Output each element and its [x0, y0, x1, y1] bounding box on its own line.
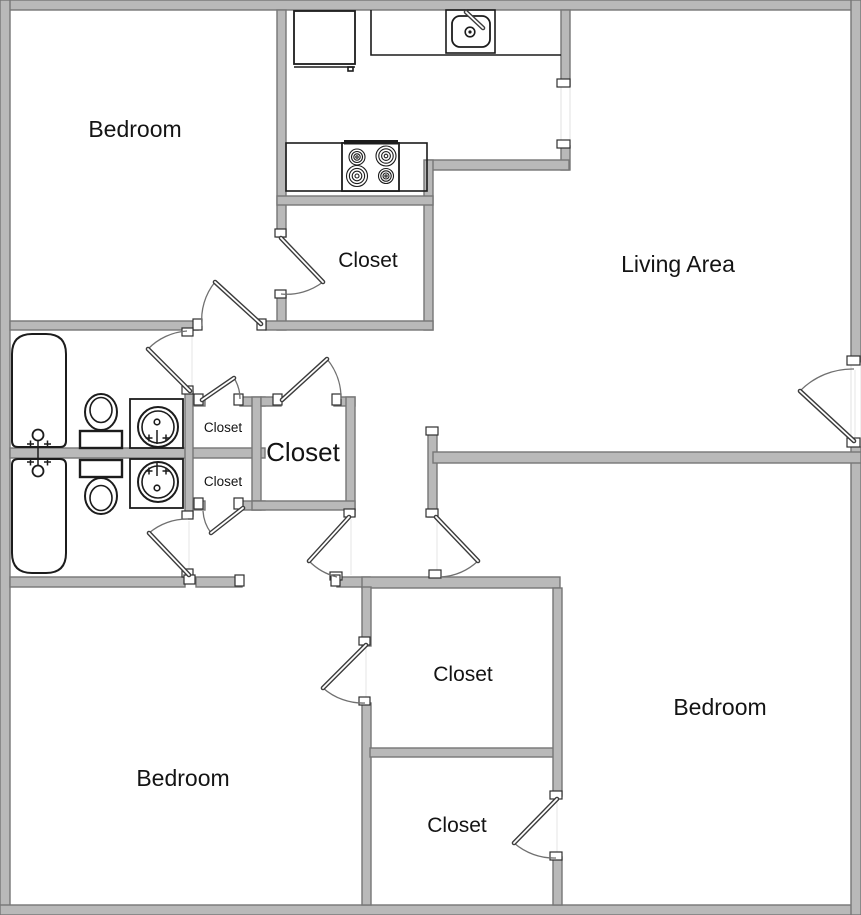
- vanity-sink-top-icon: [129, 398, 184, 449]
- room-labels: Bedroom Closet Living Area Closet Closet…: [88, 116, 766, 837]
- kitchen-passthrough-opening: [560, 84, 571, 147]
- wall-segment: [369, 747, 556, 758]
- wall-segment: [432, 451, 861, 464]
- room-label-bedroom-bottom-right: Bedroom: [673, 694, 766, 720]
- door-swing-arc: [513, 842, 557, 859]
- burner-icon: [377, 167, 395, 185]
- wall-segment: [265, 320, 434, 331]
- bathroom-bottom-door: [146, 518, 192, 578]
- door-jamb: [330, 574, 341, 587]
- wall-segment: [345, 396, 356, 517]
- tub-faucet-icon: [27, 428, 51, 478]
- door-jamb: [181, 510, 194, 520]
- door-swing-arc: [326, 358, 342, 400]
- wall-segment: [361, 576, 561, 589]
- door-jamb: [428, 569, 442, 579]
- kitchen-closet-door: [278, 235, 326, 295]
- room-label-hall-closet-large: Closet: [266, 437, 340, 467]
- door-jamb: [193, 497, 204, 510]
- kitchen-sink-icon: [445, 9, 496, 54]
- entry-door-opening: [850, 362, 861, 447]
- door-guides: [188, 332, 856, 855]
- wall-segment: [0, 0, 11, 915]
- hall-closet-large-door: [279, 356, 342, 403]
- wall-segment: [552, 587, 563, 797]
- bathroom-fixtures: [11, 333, 184, 574]
- room-label-hall-closet-small-top: Closet: [204, 420, 243, 435]
- room-label-bedroom-top-left: Bedroom: [88, 116, 181, 142]
- wall-segment: [427, 159, 570, 171]
- bedroom-closet-lower-door: [511, 796, 560, 859]
- door-jamb: [234, 574, 245, 587]
- stove-icon: [285, 140, 428, 192]
- room-label-kitchen-closet: Closet: [338, 249, 398, 272]
- door-jamb: [549, 851, 563, 861]
- door-swing-arc: [147, 330, 188, 350]
- wall-segment: [9, 447, 266, 459]
- door-jamb: [425, 508, 439, 518]
- vanity-sink-bottom-icon: [129, 458, 184, 509]
- wall-segment: [184, 391, 194, 517]
- door-jamb: [233, 393, 244, 406]
- hallway-east-door: [433, 514, 481, 578]
- wall-segment: [423, 159, 434, 331]
- door-swing-arc: [148, 518, 189, 534]
- door-swing-arc: [280, 281, 324, 295]
- door-jamb: [556, 139, 571, 149]
- door-swing-arc: [201, 281, 216, 327]
- doors: [145, 235, 857, 859]
- room-label-hall-closet-small-bottom: Closet: [204, 474, 243, 489]
- bathroom-top-door: [145, 330, 193, 394]
- wall-segment: [361, 702, 372, 906]
- hallway-west-door: [306, 514, 352, 578]
- door-jamb: [192, 318, 203, 331]
- toilet-top-icon: [78, 393, 124, 450]
- kitchen-fixtures: [285, 9, 561, 192]
- door-jamb: [425, 426, 439, 436]
- room-label-bedroom-bottom-left: Bedroom: [136, 765, 229, 791]
- wall-segment: [850, 0, 861, 364]
- door-jamb: [331, 393, 342, 406]
- entry-door: [797, 368, 857, 444]
- door-jamb: [358, 696, 371, 706]
- wall-segment: [9, 576, 186, 588]
- burner-icon: [375, 145, 397, 167]
- door-swing-arc: [799, 368, 855, 392]
- bedroom-top-left-door: [201, 279, 264, 327]
- hall-closet-small-bottom-door: [202, 505, 246, 536]
- door-swing-arc: [322, 687, 366, 704]
- wall-segment: [850, 445, 861, 915]
- wall-segment: [552, 856, 563, 906]
- refrigerator-icon: [293, 10, 356, 72]
- room-label-bedroom-closet-lower: Closet: [427, 814, 487, 837]
- room-label-living-area: Living Area: [621, 251, 735, 277]
- door-jamb: [181, 327, 194, 337]
- toilet-bottom-icon: [78, 458, 124, 515]
- bedroom-closet-upper-door: [320, 642, 369, 704]
- door-jamb: [846, 355, 861, 366]
- bathtub-bottom-icon: [11, 458, 67, 574]
- wall-segment: [9, 320, 199, 331]
- burner-icon: [345, 164, 369, 188]
- door-swing-arc: [202, 510, 212, 534]
- hall-closet-small-top-door: [199, 375, 241, 403]
- kitchen-counter-icon: [370, 10, 561, 56]
- wall-segment: [251, 500, 356, 511]
- wall-segment: [0, 904, 861, 915]
- wall-segment: [0, 0, 861, 11]
- wall-segment: [251, 396, 262, 511]
- room-label-bedroom-closet-upper: Closet: [433, 663, 493, 686]
- wall-segment: [427, 429, 438, 518]
- door-swing-arc: [440, 560, 479, 578]
- door-jamb: [556, 78, 571, 88]
- wall-segment: [560, 9, 571, 87]
- wall-segment: [276, 195, 434, 206]
- interior-walls: [9, 9, 861, 906]
- bathtub-top-icon: [11, 333, 67, 448]
